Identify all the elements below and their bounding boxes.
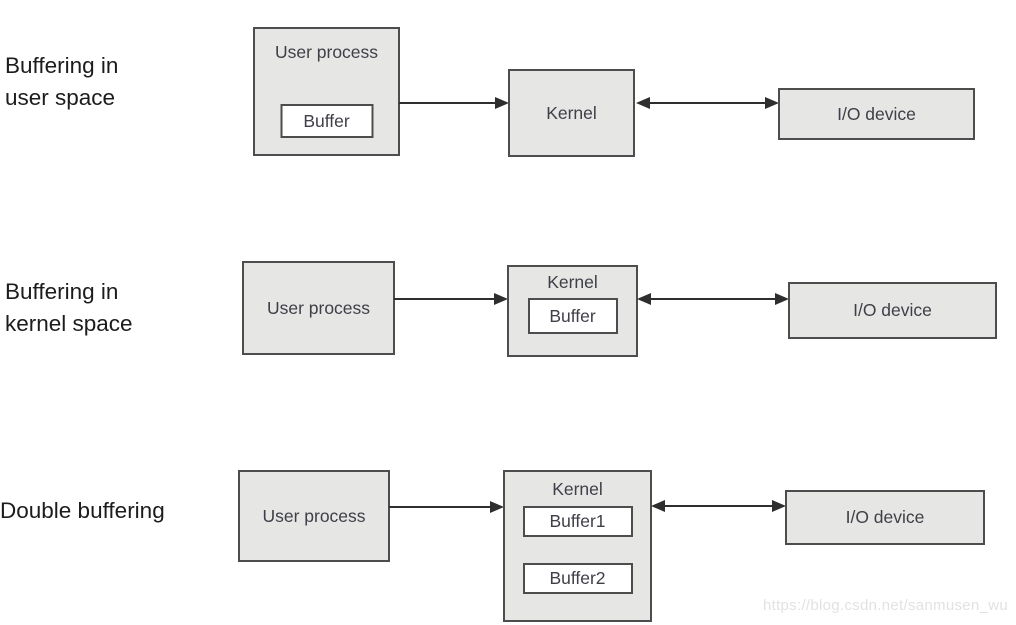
- arrow-line: [643, 102, 772, 105]
- arrowhead-right-icon: [772, 500, 786, 512]
- arrow-line: [644, 298, 782, 301]
- arrow-line: [389, 506, 497, 509]
- arrow-user-process-to-kernel: [394, 293, 508, 305]
- kernel-box: Kernel Buffer1 Buffer2: [503, 470, 652, 622]
- arrow-line: [394, 298, 501, 301]
- arrow-line: [399, 102, 502, 105]
- io-device-label: I/O device: [853, 300, 932, 320]
- kernel-box: Kernel: [508, 69, 635, 157]
- arrowhead-left-icon: [651, 500, 665, 512]
- arrowhead-left-icon: [636, 97, 650, 109]
- io-device-label: I/O device: [845, 507, 925, 527]
- csdn-watermark: https://blog.csdn.net/sanmusen_wu: [762, 597, 1008, 614]
- arrowhead-right-icon: [490, 501, 504, 513]
- buffer-box: Buffer: [527, 298, 618, 334]
- user-process-box: User process: [242, 261, 395, 355]
- kernel-box: Kernel Buffer: [507, 265, 638, 357]
- arrow-kernel-io-bidirectional: [636, 97, 779, 109]
- arrowhead-right-icon: [495, 97, 509, 109]
- user-process-label: User process: [266, 297, 371, 318]
- arrow-user-process-to-kernel: [399, 97, 509, 109]
- buffer1-box: Buffer1: [522, 506, 633, 537]
- arrowhead-right-icon: [494, 293, 508, 305]
- arrow-user-process-to-kernel: [389, 501, 504, 513]
- arrowhead-right-icon: [765, 97, 779, 109]
- io-device-box: I/O device: [778, 88, 975, 140]
- label-buffering-in-kernel-space: Buffering in kernel space: [5, 279, 133, 336]
- arrowhead-left-icon: [637, 293, 651, 305]
- kernel-label: Kernel: [547, 272, 598, 292]
- arrowhead-right-icon: [775, 293, 789, 305]
- user-process-label: User process: [274, 42, 379, 62]
- label-buffering-in-user-space: Buffering in user space: [5, 53, 119, 110]
- buffer-box: Buffer: [280, 104, 373, 138]
- user-process-box: User process: [238, 470, 390, 562]
- arrow-kernel-io-bidirectional: [651, 500, 786, 512]
- arrow-line: [658, 505, 779, 508]
- user-process-box: User process Buffer: [253, 27, 400, 156]
- io-device-box: I/O device: [785, 490, 985, 545]
- io-device-label: I/O device: [837, 103, 916, 124]
- kernel-label: Kernel: [552, 479, 603, 499]
- label-double-buffering: Double buffering: [0, 498, 165, 523]
- buffer2-box: Buffer2: [522, 563, 633, 594]
- user-process-label: User process: [262, 505, 366, 526]
- io-device-box: I/O device: [788, 282, 997, 339]
- arrow-kernel-io-bidirectional: [637, 293, 789, 305]
- kernel-label: Kernel: [546, 102, 597, 123]
